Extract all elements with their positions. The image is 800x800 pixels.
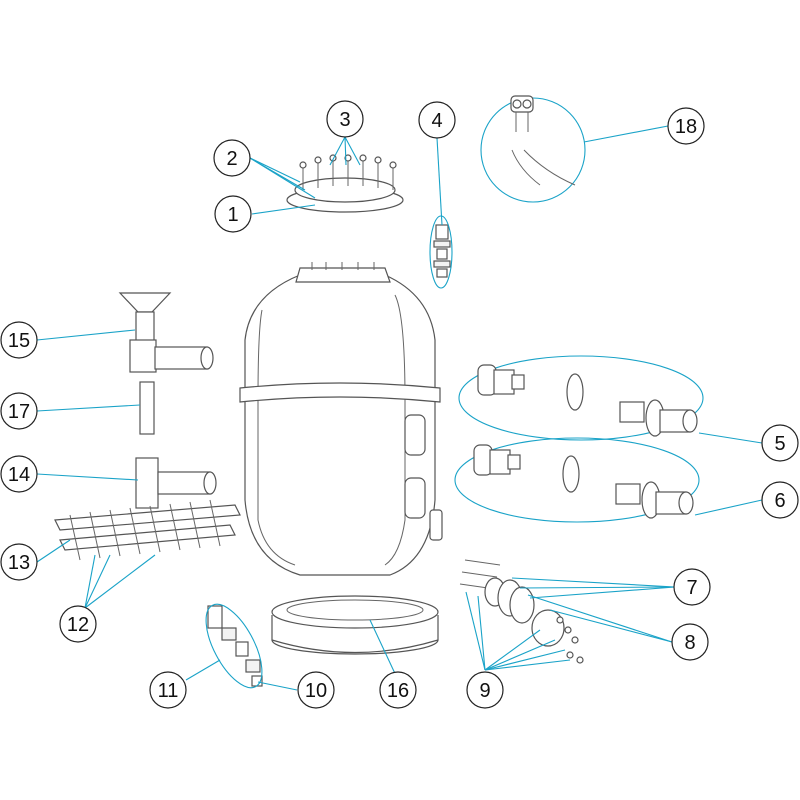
callout-18: 18 — [667, 107, 705, 145]
lid-bolts — [299, 154, 397, 190]
svg-text:10: 10 — [305, 680, 327, 702]
callout-15: 15 — [0, 321, 38, 359]
callout-4: 4 — [418, 101, 456, 139]
callout-13: 13 — [0, 543, 38, 581]
pressure-gauge-detail — [480, 95, 586, 203]
diffuser-funnel — [118, 292, 214, 373]
svg-text:5: 5 — [774, 433, 785, 455]
svg-text:13: 13 — [8, 552, 30, 574]
svg-text:16: 16 — [387, 680, 409, 702]
lower-tee — [135, 457, 217, 509]
svg-text:12: 12 — [67, 614, 89, 636]
callout-1: 1 — [214, 195, 252, 233]
vent-valve — [433, 224, 451, 278]
callout-2: 2 — [213, 139, 251, 177]
svg-text:17: 17 — [8, 401, 30, 423]
svg-text:7: 7 — [686, 577, 697, 599]
lateral-arms — [69, 499, 221, 561]
callout-3: 3 — [326, 100, 364, 138]
callout-10: 10 — [297, 671, 335, 709]
svg-text:18: 18 — [675, 116, 697, 138]
manhole-assembly — [459, 559, 584, 664]
callout-9: 9 — [466, 671, 504, 709]
svg-text:6: 6 — [774, 490, 785, 512]
callout-16: 16 — [379, 671, 417, 709]
svg-text:3: 3 — [339, 109, 350, 131]
central-pipe — [139, 381, 155, 435]
leader-lines — [36, 125, 763, 691]
svg-text:2: 2 — [226, 148, 237, 170]
drain-assembly — [207, 605, 263, 687]
callout-5: 5 — [761, 424, 799, 462]
callout-7: 7 — [673, 568, 711, 606]
svg-text:11: 11 — [158, 680, 179, 702]
callout-6: 6 — [761, 481, 799, 519]
manhole-nuts — [556, 616, 584, 664]
tank-top-bolts — [311, 262, 375, 270]
callout-11: 11 — [149, 671, 187, 709]
lid-flange — [286, 154, 404, 213]
port-assembly-lower — [454, 437, 700, 523]
svg-text:9: 9 — [479, 680, 490, 702]
port-assembly-upper — [458, 355, 704, 441]
base-ring — [271, 595, 439, 655]
svg-text:1: 1 — [227, 204, 238, 226]
callout-8: 8 — [671, 623, 709, 661]
filter-tank — [239, 262, 443, 576]
callout-14: 14 — [0, 455, 38, 493]
svg-text:14: 14 — [8, 464, 30, 486]
callout-17: 17 — [0, 392, 38, 430]
callout-12: 12 — [59, 605, 97, 643]
svg-text:15: 15 — [8, 330, 30, 352]
svg-text:4: 4 — [431, 110, 442, 132]
svg-text:8: 8 — [684, 632, 695, 654]
lateral-collector — [54, 499, 241, 561]
